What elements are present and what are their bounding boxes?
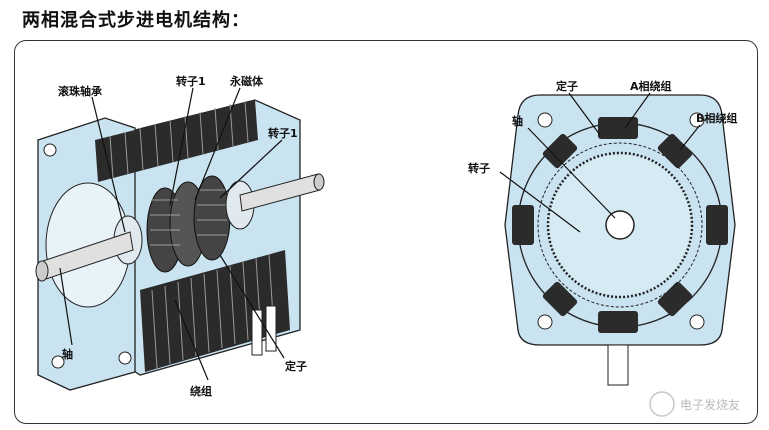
label-rotor1-top: 转子1 — [176, 74, 206, 88]
hole-tl — [537, 112, 553, 128]
mount-hole-br — [118, 351, 132, 365]
label-stator-right: 定子 — [556, 79, 578, 93]
watermark-logo-icon — [649, 391, 675, 417]
hole-bl — [537, 314, 553, 330]
label-shaft-right: 轴 — [512, 114, 523, 128]
svg-text:电子发烧友: 电子发烧友 — [680, 397, 740, 412]
shaft-stub — [607, 344, 629, 386]
label-rotor-right: 转子 — [468, 161, 490, 175]
watermark: 电子发烧友 — [649, 391, 740, 417]
label-bearing: 滚珠轴承 — [58, 84, 103, 98]
rotor-shaft — [605, 210, 635, 240]
hole-br — [689, 314, 705, 330]
lead-2 — [265, 305, 277, 352]
mount-hole-bl — [51, 355, 65, 369]
coil-left — [512, 205, 534, 245]
label-rotor1-right: 转子1 — [268, 126, 298, 140]
winding-bottom — [140, 250, 290, 372]
cross-section — [504, 94, 736, 386]
coil-tl — [542, 133, 578, 169]
hole-tr — [689, 112, 705, 128]
coil-bl — [542, 281, 578, 317]
label-shaft-left: 轴 — [62, 347, 73, 361]
label-magnet: 永磁体 — [229, 74, 264, 88]
coil-tr — [657, 133, 693, 169]
page-title: 两相混合式步进电机结构： — [22, 10, 250, 31]
winding-top — [95, 100, 258, 182]
coil-bottom — [598, 311, 638, 333]
coil-right — [706, 205, 728, 245]
mount-hole-tl — [43, 143, 57, 157]
coil-br — [657, 281, 693, 317]
label-stator-left: 定子 — [285, 359, 307, 373]
cutaway-motor — [35, 99, 325, 391]
label-winding: 绕组 — [190, 384, 212, 398]
label-phase-b: B相绕组 — [696, 111, 737, 125]
label-phase-a: A相绕组 — [630, 79, 672, 93]
lead-1 — [251, 309, 263, 356]
coil-top — [598, 117, 638, 139]
